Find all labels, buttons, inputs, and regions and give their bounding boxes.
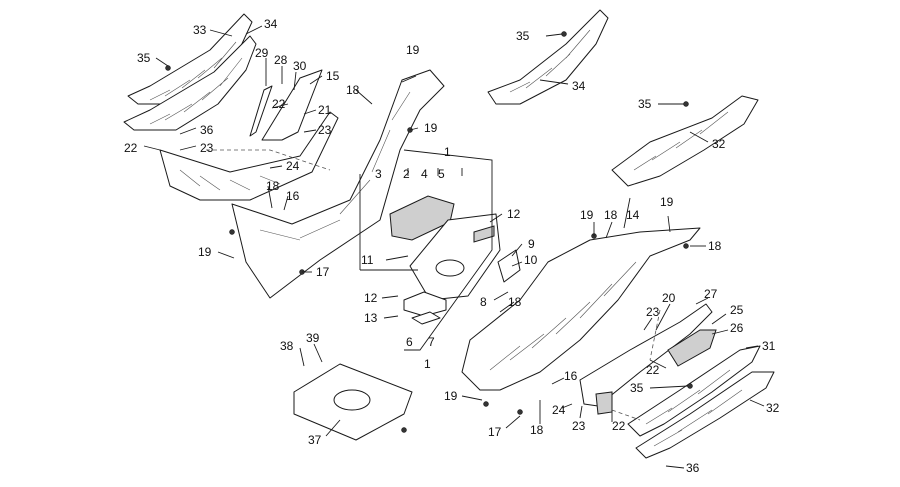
callout-12: 12: [507, 207, 521, 221]
bottom-tray: [293, 363, 413, 441]
callout-22d: 22: [612, 419, 626, 433]
callout-11: 11: [361, 253, 374, 267]
clip-lower: [595, 391, 613, 415]
callout-18b: 18: [346, 83, 360, 97]
callout-16b: 16: [564, 369, 578, 383]
callout-18e: 18: [708, 239, 722, 253]
side-panel-left: [159, 111, 339, 201]
callout-17b: 17: [488, 425, 502, 439]
floor-panel: [461, 227, 701, 391]
callout-8: 8: [480, 295, 487, 309]
callout-14: 14: [626, 208, 640, 222]
callout-22: 22: [272, 97, 286, 111]
callout-7: 7: [428, 335, 435, 349]
footboard-right-upper: [487, 9, 609, 105]
callout-18f: 18: [530, 423, 544, 437]
callout-26: 26: [730, 321, 744, 335]
callout-20: 20: [662, 291, 676, 305]
grille-cover: [667, 329, 717, 367]
callout-35: 35: [137, 51, 151, 65]
callout-22c: 22: [646, 363, 660, 377]
callout-1: 1: [444, 145, 451, 159]
callout-24b: 24: [552, 403, 566, 417]
callout-29: 29: [255, 46, 269, 60]
callout-19: 19: [198, 245, 212, 259]
callout-labels: 33 34 35 29 28 30 15 22 21 36 23 22 23 2…: [124, 17, 780, 475]
callout-34b: 34: [572, 79, 586, 93]
callout-34: 34: [264, 17, 278, 31]
callout-27: 27: [704, 287, 718, 301]
callout-30: 30: [293, 59, 307, 73]
callout-15: 15: [326, 69, 340, 83]
leader-lines: [143, 25, 765, 469]
callout-23b: 23: [200, 141, 214, 155]
callout-19f: 19: [444, 389, 458, 403]
callout-39: 39: [306, 331, 320, 345]
callout-35d: 35: [630, 381, 644, 395]
footboard-right-lower: [627, 345, 775, 459]
callout-19c: 19: [424, 121, 438, 135]
side-strip-left: [249, 69, 323, 141]
callout-6: 6: [406, 335, 413, 349]
callout-19d: 19: [580, 208, 594, 222]
central-frame-cover: [231, 69, 445, 299]
callout-18d: 18: [604, 208, 618, 222]
callout-3: 3: [375, 167, 382, 181]
callout-2: 2: [403, 167, 410, 181]
callout-21: 21: [318, 103, 332, 117]
callout-19b: 19: [406, 43, 420, 57]
callout-5: 5: [438, 167, 445, 181]
callout-13: 13: [364, 311, 378, 325]
handle: [403, 291, 447, 325]
callout-33: 33: [193, 23, 207, 37]
callout-23: 23: [318, 123, 332, 137]
callout-17: 17: [316, 265, 330, 279]
callout-24: 24: [286, 159, 300, 173]
callout-18c: 18: [508, 295, 522, 309]
callout-16: 16: [286, 189, 300, 203]
callout-1b: 1: [424, 357, 431, 371]
callout-23d: 23: [572, 419, 586, 433]
callout-32b: 32: [766, 401, 780, 415]
callout-10: 10: [524, 253, 538, 267]
callout-32: 32: [712, 137, 726, 151]
callout-4: 4: [421, 167, 428, 181]
callout-18: 18: [266, 179, 280, 193]
footboard-left-upper: [123, 13, 257, 131]
callout-25: 25: [730, 303, 744, 317]
callout-31: 31: [762, 339, 776, 353]
callout-38: 38: [280, 339, 294, 353]
callout-35c: 35: [638, 97, 652, 111]
callout-36: 36: [200, 123, 214, 137]
callout-36b: 36: [686, 461, 700, 475]
callout-37: 37: [308, 433, 322, 447]
storage-compartment: [409, 213, 501, 301]
callout-9: 9: [528, 237, 535, 251]
callout-28: 28: [274, 53, 288, 67]
callout-12b: 12: [364, 291, 378, 305]
assembly-lines: [206, 149, 661, 421]
side-panel-right: [579, 303, 713, 407]
callout-19e: 19: [660, 195, 674, 209]
bracket: [497, 249, 521, 283]
callout-35b: 35: [516, 29, 530, 43]
callout-23c: 23: [646, 305, 660, 319]
callout-22b: 22: [124, 141, 138, 155]
footboard-right-mid: [611, 95, 759, 187]
